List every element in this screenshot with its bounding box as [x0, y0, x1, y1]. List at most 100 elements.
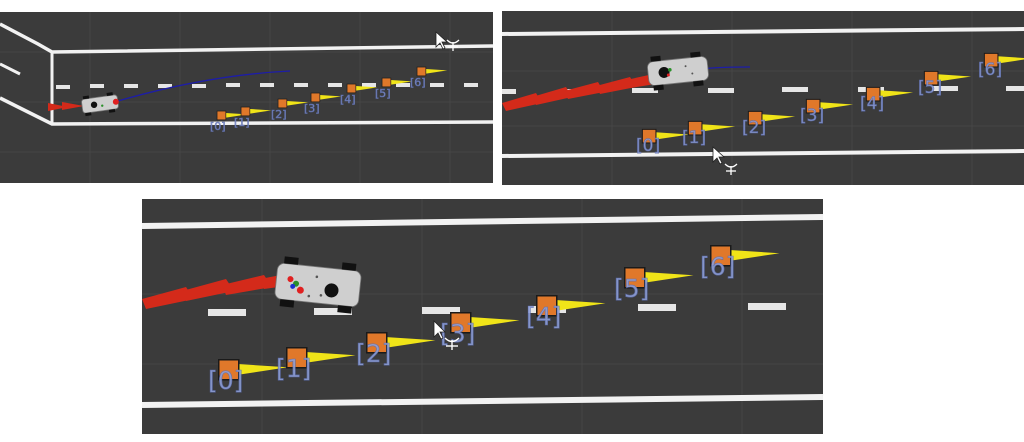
- waypoint-cone: [316, 94, 342, 101]
- waypoint-marker-0[interactable]: [0]: [208, 359, 288, 395]
- waypoint-box: [641, 128, 657, 144]
- waypoint-label: [4]: [340, 93, 356, 106]
- arrow-cursor-icon: [712, 146, 726, 165]
- waypoint-label: [2]: [356, 339, 391, 368]
- lane-line-bottom: [0, 96, 493, 126]
- waypoint-cone: [636, 271, 694, 284]
- waypoint-label: [6]: [700, 252, 735, 281]
- lane-line-top: [142, 214, 823, 229]
- waypoint-label: [4]: [526, 302, 561, 331]
- waypoint-marker-1[interactable]: [1]: [234, 106, 272, 129]
- waypoint-marker-1[interactable]: [1]: [682, 120, 736, 148]
- waypoint-marker-3[interactable]: [3]: [800, 98, 854, 126]
- lane-line-inner: [0, 62, 21, 76]
- waypoint-box: [687, 120, 703, 136]
- waypoint-cone: [352, 85, 378, 92]
- waypoint-marker-6[interactable]: [6]: [410, 66, 448, 89]
- waypoint-label: [3]: [800, 106, 824, 126]
- waypoint-label: [5]: [918, 78, 942, 98]
- waypoint-label: [5]: [375, 87, 391, 100]
- waypoint-box: [366, 332, 388, 354]
- waypoint-label: [1]: [276, 354, 311, 383]
- waypoint-label: [0]: [636, 136, 660, 156]
- waypoint-cone: [696, 123, 736, 133]
- waypoint-marker-6[interactable]: [6]: [978, 52, 1024, 80]
- rc-car-icon: [647, 51, 709, 91]
- viewport-wide[interactable]: [0] [1][2] [3] [4] [5] [6]: [0, 12, 493, 183]
- waypoint-cone: [462, 316, 520, 329]
- waypoint-cone: [756, 113, 796, 123]
- waypoint-label: [3]: [304, 102, 320, 115]
- waypoint-marker-2[interactable]: [2]: [742, 110, 796, 138]
- waypoint-box: [277, 98, 288, 109]
- waypoint-label: [6]: [410, 76, 426, 89]
- floor-grid: [142, 199, 823, 434]
- waypoint-box: [624, 267, 646, 289]
- waypoint-box: [710, 245, 732, 267]
- waypoint-cone: [992, 55, 1024, 65]
- viewport-close[interactable]: [0] [1] [2] [3] [4] [5] [6]: [142, 199, 823, 434]
- waypoint-marker-1[interactable]: [1]: [276, 347, 356, 383]
- waypoint-marker-5[interactable]: [5]: [614, 267, 694, 303]
- waypoint-label: [4]: [860, 94, 884, 114]
- waypoint-marker-2[interactable]: [2]: [356, 332, 436, 368]
- waypoint-marker-3[interactable]: [3]: [304, 92, 342, 115]
- arrow-cursor-icon: [433, 320, 446, 340]
- waypoint-box: [536, 295, 558, 317]
- waypoint-marker-4[interactable]: [4]: [860, 86, 914, 114]
- waypoint-marker-4[interactable]: [4]: [340, 83, 378, 106]
- waypoint-box: [381, 77, 392, 88]
- waypoint-box: [865, 86, 881, 102]
- waypoint-marker-3[interactable]: [3]: [440, 312, 520, 348]
- waypoint-label: [2]: [742, 118, 766, 138]
- waypoint-marker-5[interactable]: [5]: [918, 70, 972, 98]
- move-axes-icon[interactable]: [446, 39, 460, 51]
- waypoint-cone: [932, 73, 972, 83]
- waypoint-cone: [230, 363, 288, 376]
- planned-path: [117, 70, 291, 102]
- waypoint-cone: [874, 89, 914, 99]
- waypoint-label: [0]: [210, 120, 226, 133]
- ground: [142, 199, 823, 434]
- move-axes-icon[interactable]: [444, 337, 460, 350]
- waypoint-label: [2]: [271, 108, 287, 121]
- waypoint-box: [240, 106, 251, 117]
- waypoint-box: [286, 347, 308, 369]
- waypoint-label: [1]: [682, 128, 706, 148]
- waypoint-box: [450, 312, 472, 334]
- waypoint-label: [3]: [440, 319, 475, 348]
- waypoint-box: [983, 52, 999, 68]
- waypoint-box: [805, 98, 821, 114]
- waypoint-cone: [298, 351, 356, 364]
- waypoint-cone: [814, 101, 854, 111]
- waypoint-box: [747, 110, 763, 126]
- move-axes-icon[interactable]: [724, 163, 738, 175]
- lane-line-bottom: [142, 394, 823, 408]
- waypoint-box: [416, 66, 427, 77]
- viewport-mid[interactable]: [0] [1] [2] [3] [4] [5] [6]: [502, 11, 1024, 185]
- waypoint-cone: [722, 249, 780, 262]
- waypoint-marker-0[interactable]: [0]: [636, 128, 690, 156]
- waypoint-box: [923, 70, 939, 86]
- waypoint-cone: [422, 68, 448, 75]
- waypoint-cone: [387, 79, 413, 86]
- waypoint-cone: [548, 299, 606, 312]
- waypoint-cone: [650, 131, 690, 141]
- lane-line-top: [0, 22, 493, 54]
- waypoint-box: [218, 359, 240, 381]
- waypoint-box: [216, 110, 227, 121]
- rc-car-icon: [81, 92, 119, 117]
- waypoint-marker-4[interactable]: [4]: [526, 295, 606, 331]
- ground: [0, 12, 493, 183]
- lane-line-bottom: [502, 149, 1024, 158]
- waypoint-cone: [246, 108, 272, 115]
- waypoint-label: [5]: [614, 274, 649, 303]
- rc-car-icon: [274, 256, 362, 314]
- lane-line-top: [502, 27, 1024, 36]
- arrow-cursor-icon: [435, 31, 449, 50]
- waypoint-marker-2[interactable]: [2]: [271, 98, 309, 121]
- waypoint-label: [0]: [208, 366, 243, 395]
- waypoint-marker-5[interactable]: [5]: [375, 77, 413, 100]
- history-arrows: [48, 102, 84, 111]
- waypoint-marker-6[interactable]: [6]: [700, 245, 780, 281]
